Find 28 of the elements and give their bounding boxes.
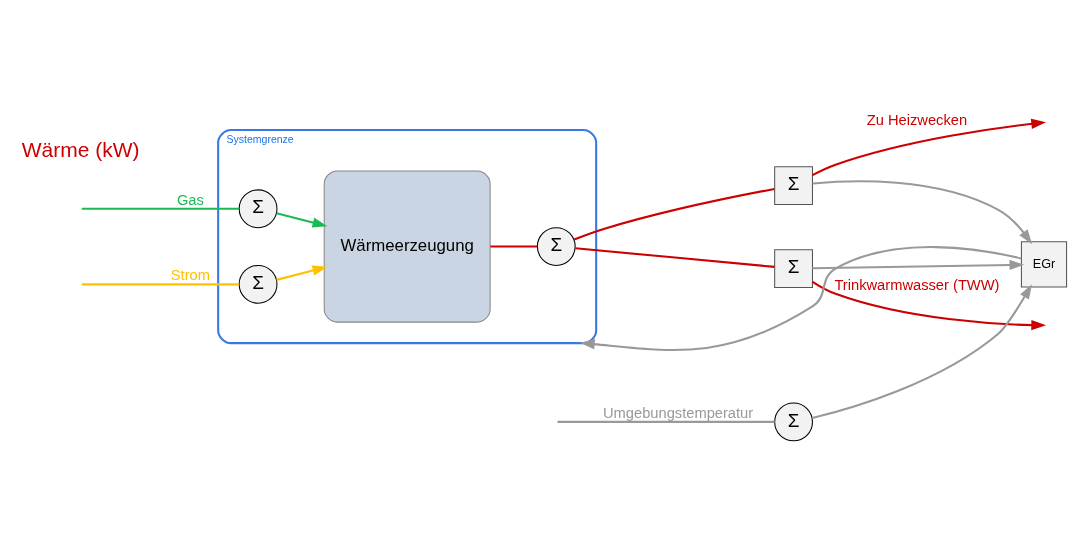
node-circle: Σ bbox=[536, 227, 576, 266]
connector bbox=[573, 187, 775, 241]
connector bbox=[575, 247, 775, 268]
node-circle: Σ bbox=[238, 189, 278, 229]
connector bbox=[81, 207, 240, 210]
node-box: EGr bbox=[1020, 241, 1068, 288]
connector bbox=[557, 420, 775, 423]
node-circle: Σ bbox=[774, 402, 813, 442]
connector bbox=[81, 283, 240, 286]
connector bbox=[490, 245, 538, 248]
node-box: Σ bbox=[774, 166, 813, 206]
edge-label: Umgebungstemperatur bbox=[602, 404, 754, 421]
arrow bbox=[276, 212, 328, 228]
arrow bbox=[812, 259, 1025, 271]
arrow bbox=[580, 246, 1022, 351]
arrow bbox=[812, 280, 1047, 331]
label: Wärme (kW) bbox=[21, 138, 140, 162]
edge-label: Zu Heizwecken bbox=[866, 111, 968, 128]
arrow bbox=[276, 265, 328, 281]
node-box: Σ bbox=[774, 249, 813, 289]
arrow bbox=[812, 180, 1033, 245]
arrow bbox=[812, 118, 1047, 177]
edge-label: Trinkwarmwasser (TWW) bbox=[834, 276, 1000, 293]
edge-label: Gas bbox=[176, 191, 204, 208]
node-circle: Σ bbox=[238, 264, 278, 304]
arrow bbox=[812, 284, 1032, 419]
node-box: Wärmeerzeugung bbox=[323, 170, 491, 323]
edge-label: Strom bbox=[170, 267, 210, 284]
